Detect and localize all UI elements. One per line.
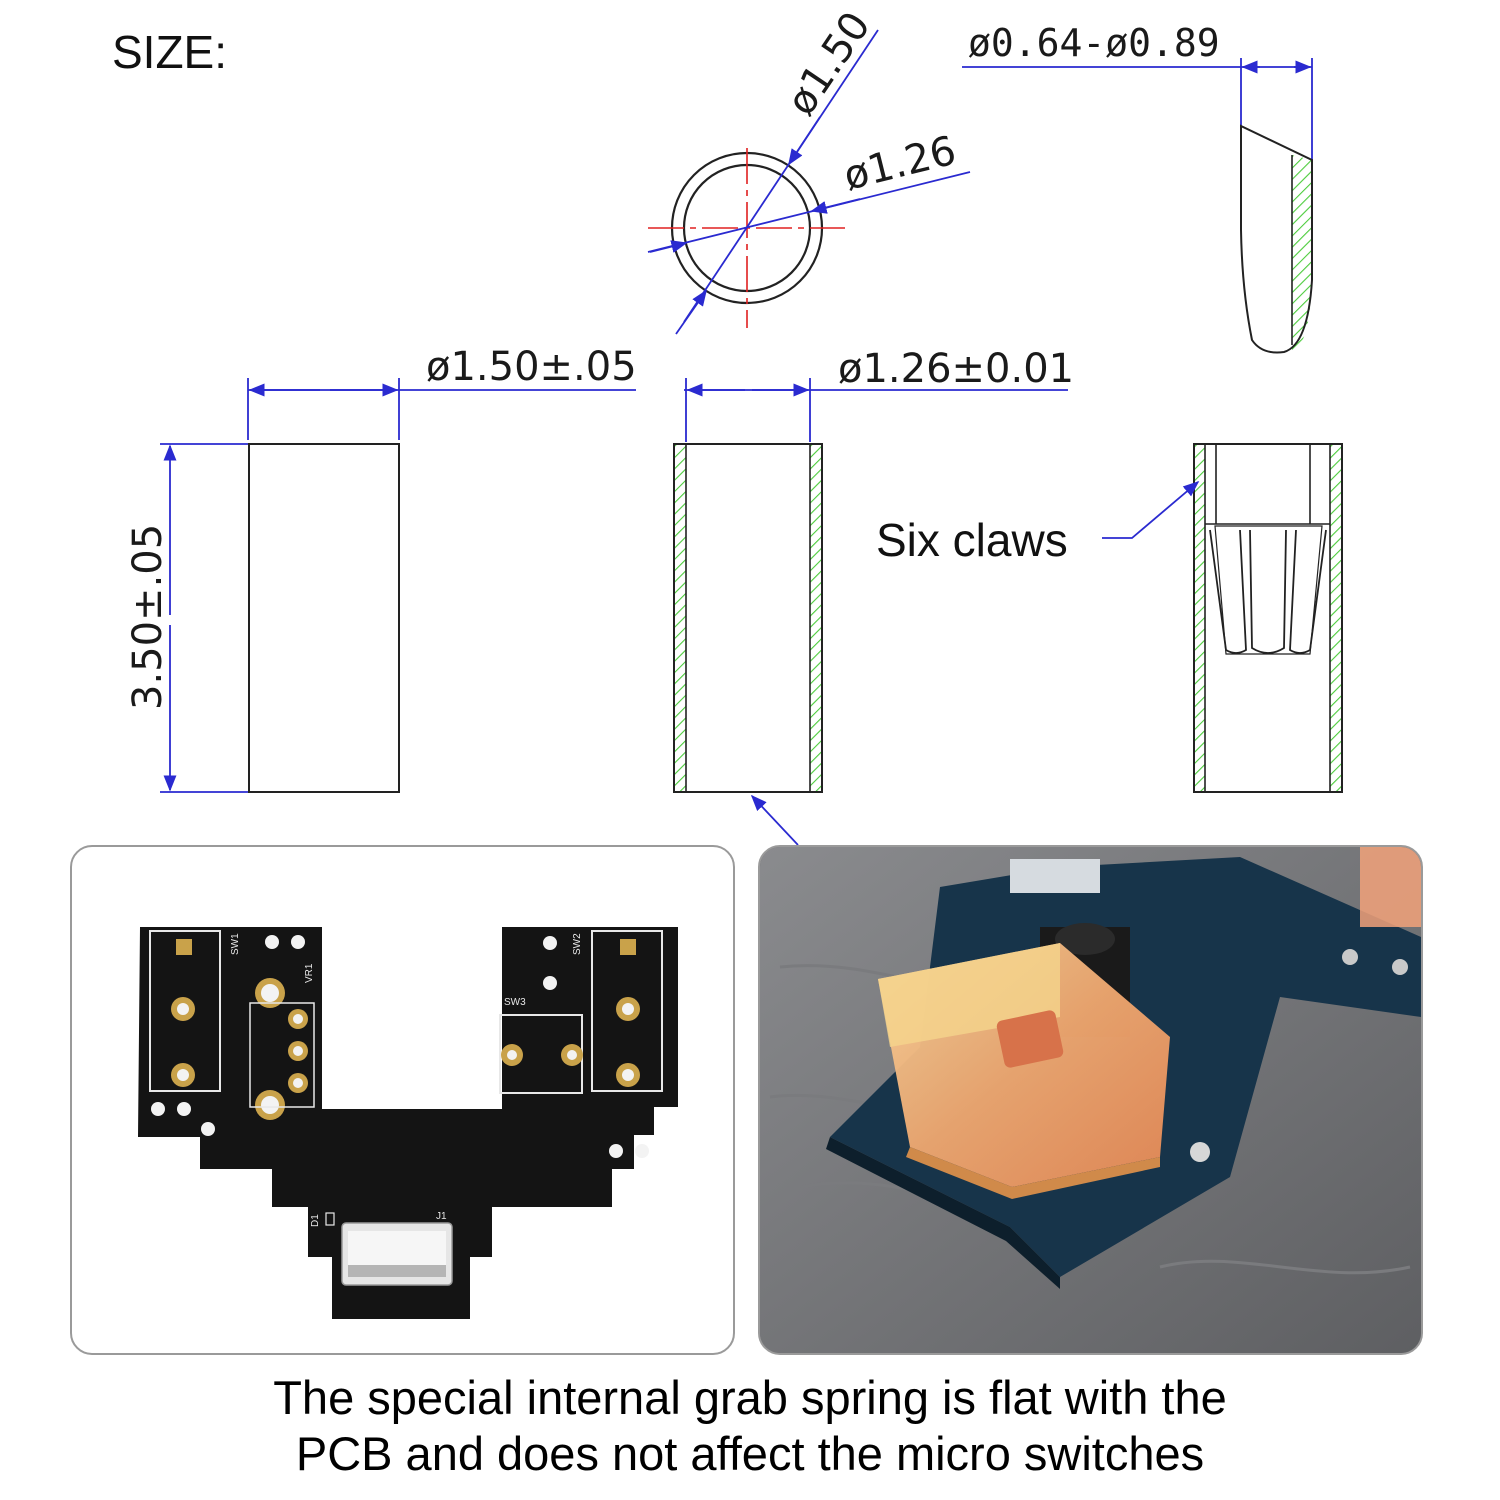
six-claws-label: Six claws xyxy=(876,514,1068,566)
outer-diameter-tol-label: ø1.50±.05 xyxy=(426,344,637,390)
height-dimension: 3.50±.05 xyxy=(125,443,248,793)
pcb-board xyxy=(138,927,678,1319)
claw-profile: ø0.64-ø0.89 xyxy=(962,21,1313,354)
sw2-outline xyxy=(591,930,663,1092)
technical-drawing: SIZE: ø1.50 ø1.26 ø0.64-ø0.89 xyxy=(112,4,1343,845)
tube-leader xyxy=(750,794,799,845)
switch-photo xyxy=(758,845,1423,1355)
hollow-tube-section xyxy=(673,443,823,845)
inner-diameter-leader xyxy=(647,171,971,253)
height-tol-label: 3.50±.05 xyxy=(125,524,171,710)
top-view-circle: ø1.50 ø1.26 xyxy=(647,4,971,335)
six-claws-leader xyxy=(1102,480,1200,539)
size-label: SIZE: xyxy=(112,26,227,78)
inner-diameter-dimension: ø1.26±0.01 xyxy=(684,346,1074,442)
caption-line-1: The special internal grab spring is flat… xyxy=(273,1371,1227,1424)
sw1-outline xyxy=(149,930,221,1092)
j1-label: J1 xyxy=(436,1211,447,1222)
pcb-photo: SW1 VR1 SW2 SW3 xyxy=(70,845,735,1355)
outer-diameter-dimension: ø1.50±.05 xyxy=(247,344,637,440)
caption: The special internal grab spring is flat… xyxy=(0,1370,1500,1482)
sw3-label: SW3 xyxy=(504,997,526,1008)
outer-diameter-top-label: ø1.50 xyxy=(778,4,880,124)
d1-label: D1 xyxy=(310,1214,321,1227)
sw2-label: SW2 xyxy=(572,933,583,955)
caption-line-2: PCB and does not affect the micro switch… xyxy=(295,1427,1205,1480)
outer-diameter-leader xyxy=(683,29,879,323)
vr1-label: VR1 xyxy=(304,963,315,983)
sw1-label: SW1 xyxy=(230,933,241,955)
claw-range-label: ø0.64-ø0.89 xyxy=(968,21,1220,65)
claw-tube-section: Six claws xyxy=(876,443,1343,793)
solid-cylinder-side-view xyxy=(248,443,400,793)
inner-diameter-tol-label: ø1.26±0.01 xyxy=(838,346,1074,392)
